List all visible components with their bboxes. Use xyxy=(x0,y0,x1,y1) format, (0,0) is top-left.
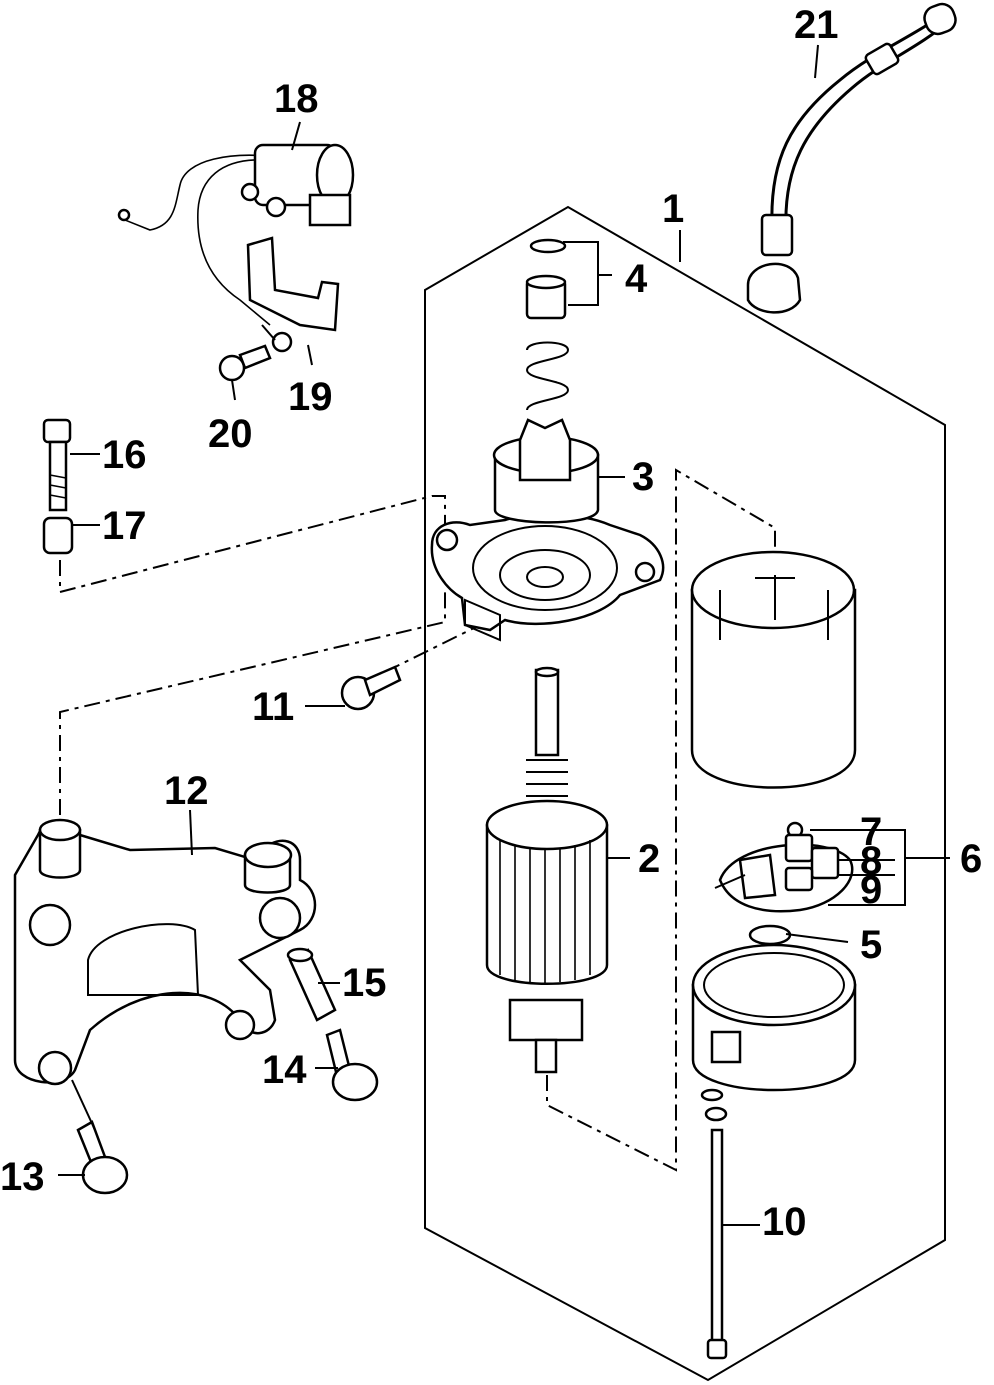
callout-14: 14 xyxy=(262,1048,307,1092)
bolt-13 xyxy=(76,1120,129,1195)
bolt-16 xyxy=(42,418,72,512)
mounting-bracket-12 xyxy=(13,818,317,1086)
starter-solenoid xyxy=(117,143,355,326)
callout-12: 12 xyxy=(164,769,209,813)
leader-dash-armature xyxy=(546,468,776,1172)
callout-1: 1 xyxy=(662,187,684,231)
callout-16: 16 xyxy=(102,433,147,477)
callout-3: 3 xyxy=(632,455,654,499)
solenoid-bracket xyxy=(246,236,340,353)
armature-2 xyxy=(485,666,609,1074)
callout-21: 21 xyxy=(794,3,839,47)
pinion-3 xyxy=(492,418,600,524)
callout-2: 2 xyxy=(638,837,660,881)
washer-5 xyxy=(748,924,792,946)
callout-13: 13 xyxy=(0,1155,45,1199)
callout-9: 9 xyxy=(860,868,882,912)
screw-20 xyxy=(218,344,272,382)
callout-8: 8 xyxy=(860,839,882,883)
leader-dash-11 xyxy=(384,624,481,673)
end-cover xyxy=(691,943,857,1092)
callout-5: 5 xyxy=(860,923,882,967)
callout-4: 4 xyxy=(625,257,648,301)
leader-dash-12 xyxy=(59,590,446,815)
callout-19: 19 xyxy=(288,375,333,419)
callout-10: 10 xyxy=(762,1200,807,1244)
collar-15 xyxy=(286,947,337,1022)
leader-lines xyxy=(58,44,950,1226)
bolt-14 xyxy=(325,1028,379,1102)
callout-17: 17 xyxy=(102,504,147,548)
callout-7: 7 xyxy=(860,810,882,854)
callout-20: 20 xyxy=(208,412,253,456)
through-bolt-10 xyxy=(700,1088,728,1360)
assembly-frame xyxy=(424,205,946,1382)
leader-dash-16-17 xyxy=(59,495,446,594)
brush-holder-6 xyxy=(714,821,854,913)
yoke xyxy=(690,550,857,789)
bolt-11 xyxy=(340,665,402,711)
collar-17 xyxy=(42,516,74,555)
front-housing xyxy=(430,513,665,642)
callout-15: 15 xyxy=(342,961,387,1005)
callout-11: 11 xyxy=(252,685,294,729)
stop-ring-assembly-4 xyxy=(525,238,570,411)
battery-cable xyxy=(746,2,957,314)
callout-18: 18 xyxy=(274,77,319,121)
callout-6: 6 xyxy=(960,837,982,881)
